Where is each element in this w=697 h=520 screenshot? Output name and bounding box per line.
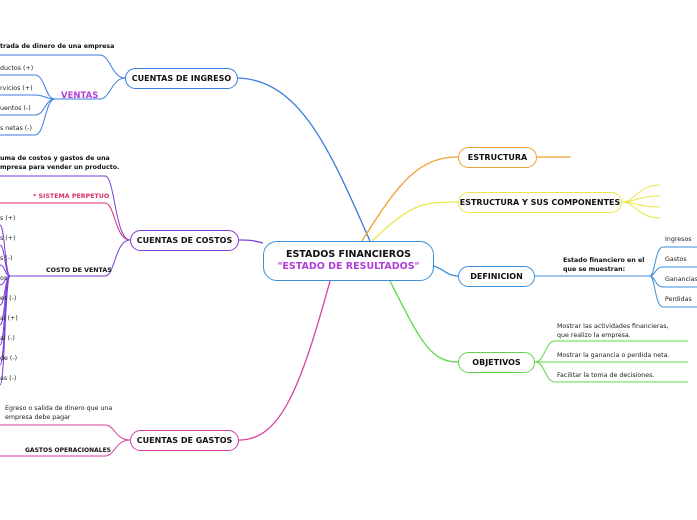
branch-gastos — [238, 280, 331, 441]
costos-item-1: s (+) — [0, 215, 16, 222]
costos-item-3: s (-) — [0, 255, 13, 262]
branch-definicion — [433, 265, 459, 277]
node-definicion[interactable]: DEFINICION — [458, 266, 535, 287]
objetivo-1-line2: que realizo la empresa. — [557, 332, 631, 339]
costos-item-7: al (-) — [0, 335, 15, 342]
branch-ingreso — [237, 77, 371, 242]
definicion-text-line2: que se muestran: — [563, 266, 626, 273]
ingreso-definition: trada de dinero de una empresa — [0, 43, 115, 50]
costos-item-5: es (-) — [0, 295, 17, 302]
ingreso-item-1: ductos (+) — [0, 65, 34, 72]
ventas-label: VENTAS — [61, 91, 99, 101]
ingreso-item-4: s netas (-) — [0, 125, 32, 132]
node-cuentas-costos[interactable]: CUENTAS DE COSTOS — [130, 230, 239, 251]
costos-item-2: s (+) — [0, 235, 16, 242]
ingreso-item-3: uentos (-) — [0, 105, 31, 112]
costos-item-4: os — [0, 275, 8, 282]
node-estructura-componentes-label: ESTRUCTURA Y SUS COMPONENTES — [459, 198, 621, 207]
branch-estructura — [361, 156, 459, 242]
central-title: ESTADOS FINANCIEROS — [285, 249, 412, 260]
node-objetivos-label: OBJETIVOS — [472, 358, 521, 367]
central-topic[interactable]: ESTADOS FINANCIEROS "ESTADO DE RESULTADO… — [263, 241, 434, 281]
objetivo-3: Facilitar la toma de decisiones. — [557, 372, 655, 379]
definicion-item-ganancias: Ganancias — [665, 276, 697, 283]
costos-item-9: as (-) — [0, 375, 17, 382]
node-estructura-label: ESTRUCTURA — [467, 153, 528, 162]
costos-definition-line2: mpresa para vender un producto. — [0, 164, 120, 171]
definicion-item-perdidas: Perdidas — [665, 296, 692, 303]
sistema-perpetuo-label: * SISTEMA PERPETUO — [33, 193, 110, 200]
costos-item-8: de (-) — [0, 355, 18, 362]
branch-costos — [238, 239, 264, 244]
gastos-definition-line2: empresa debe pagar — [5, 414, 71, 421]
costo-ventas-label: COSTO DE VENTAS — [46, 267, 112, 274]
objetivo-2: Mostrar la ganancia o perdida neta. — [557, 352, 670, 359]
branch-objetivos — [389, 280, 459, 363]
objetivo-1-line1: Mostrar las actividades financieras, — [557, 323, 669, 330]
costos-item-6: al (+) — [0, 315, 18, 322]
gastos-operacionales-label: GASTOS OPERACIONALES — [25, 447, 111, 454]
node-cuentas-gastos-label: CUENTAS DE GASTOS — [136, 436, 233, 445]
node-estructura-componentes[interactable]: ESTRUCTURA Y SUS COMPONENTES — [458, 192, 622, 213]
node-cuentas-gastos[interactable]: CUENTAS DE GASTOS — [130, 430, 239, 451]
node-cuentas-costos-label: CUENTAS DE COSTOS — [136, 236, 233, 245]
node-objetivos[interactable]: OBJETIVOS — [458, 352, 535, 373]
central-subtitle: "ESTADO DE RESULTADOS" — [277, 261, 420, 272]
node-estructura[interactable]: ESTRUCTURA — [458, 147, 537, 168]
node-cuentas-ingreso-label: CUENTAS DE INGRESO — [131, 74, 232, 83]
definicion-text-line1: Estado financiero en el — [563, 257, 645, 264]
branch-componentes — [371, 201, 459, 242]
definicion-item-ingresos: Ingresos — [665, 236, 692, 243]
costos-definition-line1: uma de costos y gastos de una — [0, 155, 110, 162]
gastos-definition-line1: Egreso o salida de dinero que una — [5, 405, 113, 412]
node-cuentas-ingreso[interactable]: CUENTAS DE INGRESO — [125, 68, 238, 89]
node-definicion-label: DEFINICION — [470, 272, 523, 281]
ingreso-item-2: rvicios (+) — [0, 85, 33, 92]
definicion-item-gastos: Gastos — [665, 256, 687, 263]
